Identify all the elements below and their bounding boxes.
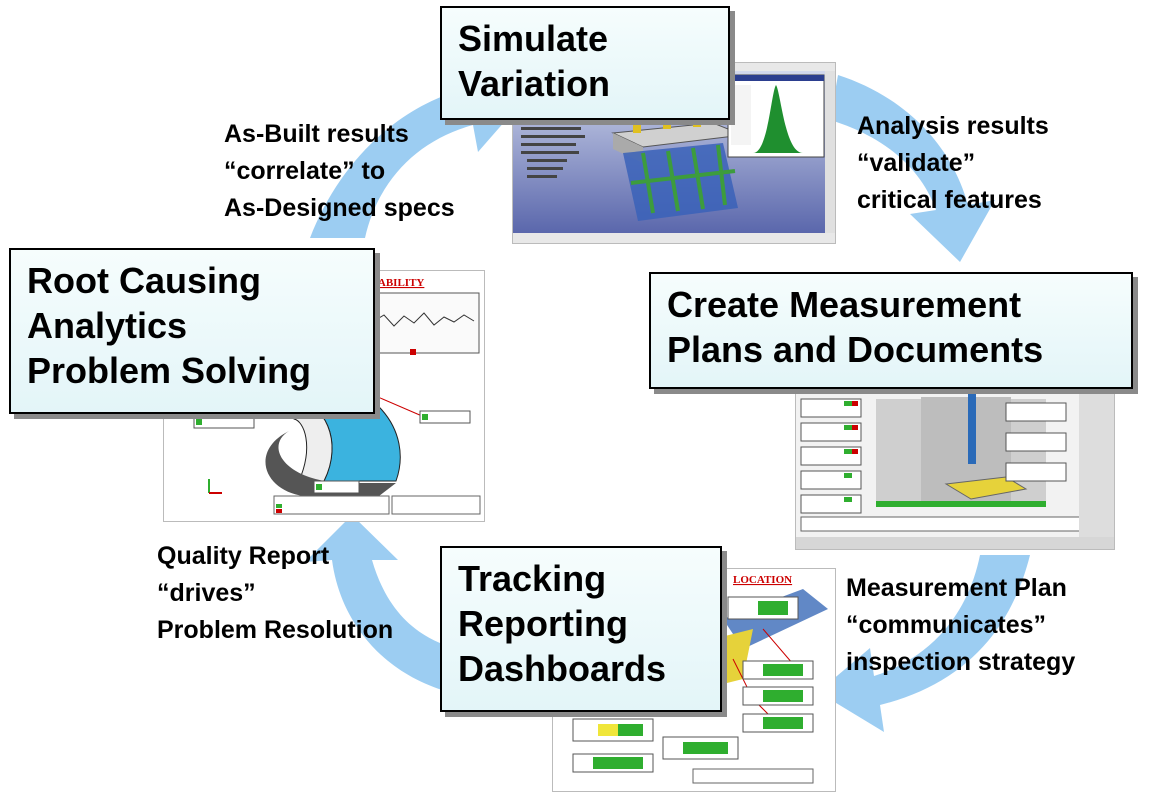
- analysis-line-1: Analysis results: [857, 112, 1049, 140]
- asbuilt-line-1: As-Built results: [224, 120, 409, 148]
- asbuilt-line-2: “correlate” to: [224, 157, 386, 185]
- asbuilt-line-3: As-Designed specs: [224, 194, 455, 222]
- measurement-plan-scene: [796, 389, 1114, 549]
- tracking-line-3: Dashboards: [458, 648, 667, 689]
- asbuilt-label: As-Built results “correlate” to As-Desig…: [224, 116, 455, 227]
- root-causing-box: Root Causing Analytics Problem Solving: [9, 248, 375, 414]
- dashboard-tables: [572, 596, 814, 784]
- create-measurement-box: Create Measurement Plans and Documents: [649, 272, 1133, 389]
- analysis-line-2: “validate”: [857, 149, 976, 177]
- location-dashboard-title: LOCATION: [733, 574, 792, 586]
- tracking-line-1: Tracking: [458, 558, 607, 599]
- measurement-label: Measurement Plan “communicates” inspecti…: [846, 570, 1075, 681]
- root-line-3: Problem Solving: [27, 350, 312, 391]
- root-line-1: Root Causing: [27, 260, 261, 301]
- quality-line-1: Quality Report: [157, 542, 330, 570]
- measurement-line-3: inspection strategy: [846, 648, 1076, 676]
- arrow-create-to-tracking: [818, 555, 1030, 732]
- arrow-tracking-to-root: [305, 515, 445, 690]
- analysis-label: Analysis results “validate” critical fea…: [857, 108, 1049, 219]
- root-line-2: Analytics: [27, 305, 188, 346]
- fixture-part: [611, 105, 744, 221]
- analysis-line-3: critical features: [857, 186, 1042, 214]
- simulate-line-1: Simulate: [458, 18, 609, 59]
- quality-line-3: Problem Resolution: [157, 616, 394, 644]
- quality-label: Quality Report “drives” Problem Resoluti…: [157, 538, 393, 649]
- arrow-simulate-to-create: [830, 75, 995, 262]
- measurement-line-1: Measurement Plan: [846, 574, 1067, 602]
- tracking-line-2: Reporting: [458, 603, 628, 644]
- simulate-line-2: Variation: [458, 63, 611, 104]
- simulate-variation-box: Simulate Variation: [440, 6, 730, 120]
- tracking-reporting-box: Tracking Reporting Dashboards: [440, 546, 722, 712]
- create-line-1: Create Measurement: [667, 284, 1022, 325]
- capability-report-title: PABILITY: [372, 277, 424, 289]
- quality-line-2: “drives”: [157, 579, 256, 607]
- measurement-line-2: “communicates”: [846, 611, 1047, 639]
- create-line-2: Plans and Documents: [667, 329, 1044, 370]
- measurement-plan-screenshot: [795, 388, 1115, 550]
